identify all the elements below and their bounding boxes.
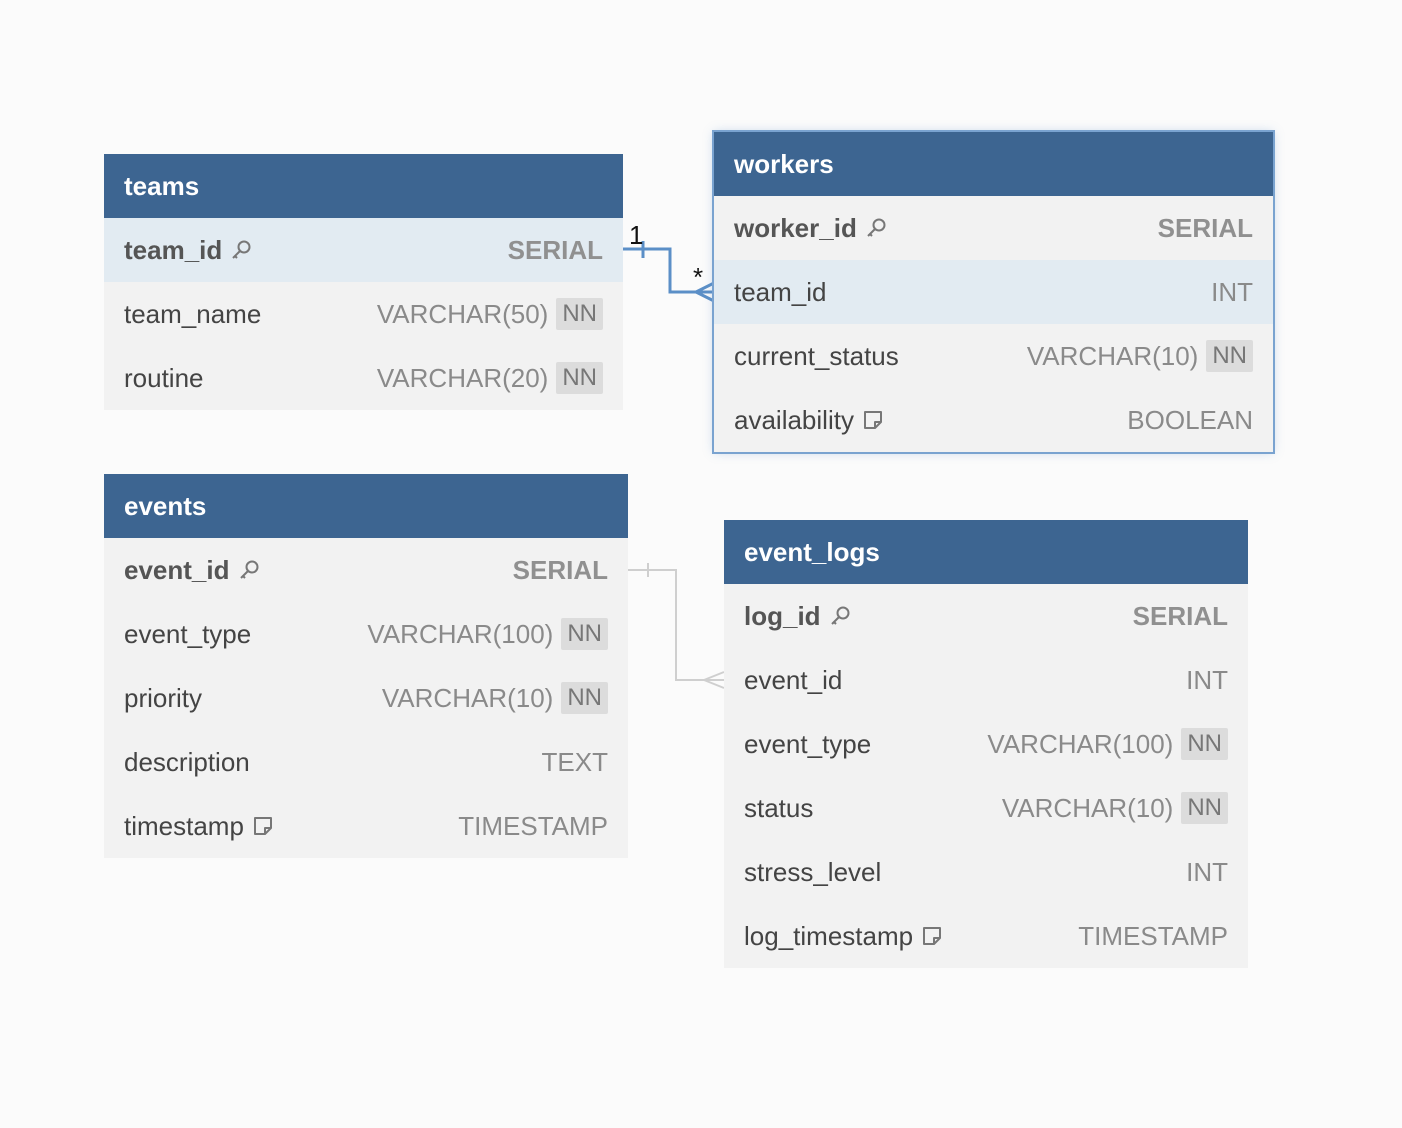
column-type: VARCHAR(50) bbox=[376, 298, 549, 329]
column-type: INT bbox=[1186, 664, 1228, 695]
column-row[interactable]: priority VARCHAR(10) NN bbox=[104, 666, 628, 730]
note-icon[interactable] bbox=[862, 409, 884, 431]
column-type: TEXT bbox=[541, 746, 608, 777]
column-row[interactable]: availability BOOLEAN bbox=[714, 388, 1273, 452]
column-type: VARCHAR(100) bbox=[987, 728, 1174, 759]
not-null-badge: NN bbox=[1181, 792, 1228, 824]
column-row[interactable]: team_id SERIAL bbox=[104, 218, 623, 282]
column-row[interactable]: status VARCHAR(10) NN bbox=[724, 776, 1248, 840]
relation-events-event-logs[interactable] bbox=[628, 563, 725, 689]
cardinality-many-label: * bbox=[693, 262, 704, 292]
column-row[interactable]: stress_level INT bbox=[724, 840, 1248, 904]
column-name: team_name bbox=[124, 298, 262, 329]
column-row[interactable]: routine VARCHAR(20) NN bbox=[104, 346, 623, 410]
table-workers[interactable]: workers worker_id SERIAL team_id INT cu bbox=[712, 130, 1275, 454]
not-null-badge: NN bbox=[1181, 728, 1228, 760]
column-row[interactable]: event_id INT bbox=[724, 648, 1248, 712]
column-row[interactable]: event_type VARCHAR(100) NN bbox=[104, 602, 628, 666]
key-icon bbox=[239, 560, 258, 579]
column-name: current_status bbox=[734, 340, 899, 371]
column-name: team_id bbox=[124, 234, 223, 265]
column-type: SERIAL bbox=[512, 554, 608, 585]
column-name: event_id bbox=[744, 664, 843, 695]
column-name: description bbox=[124, 746, 250, 777]
key-icon bbox=[867, 218, 886, 237]
column-row[interactable]: worker_id SERIAL bbox=[714, 196, 1273, 260]
not-null-badge: NN bbox=[556, 298, 603, 330]
table-header-teams[interactable]: teams bbox=[104, 154, 623, 218]
table-event-logs[interactable]: event_logs log_id SERIAL event_id INT e bbox=[724, 520, 1248, 968]
column-name: timestamp bbox=[124, 810, 244, 841]
table-header-events[interactable]: events bbox=[104, 474, 628, 538]
crowfoot-upper bbox=[695, 281, 715, 294]
not-null-badge: NN bbox=[561, 618, 608, 650]
not-null-badge: NN bbox=[556, 362, 603, 394]
column-name: event_id bbox=[124, 554, 230, 585]
column-name: worker_id bbox=[734, 212, 857, 243]
column-type: VARCHAR(20) bbox=[376, 362, 549, 393]
column-name: status bbox=[744, 792, 814, 823]
column-row[interactable]: team_id INT bbox=[714, 260, 1273, 324]
column-type: SERIAL bbox=[1132, 600, 1228, 631]
table-header-workers[interactable]: workers bbox=[714, 132, 1273, 196]
relation-teams-workers[interactable] bbox=[623, 241, 715, 303]
column-type: SERIAL bbox=[507, 234, 603, 265]
not-null-badge: NN bbox=[1206, 340, 1253, 372]
column-type: INT bbox=[1211, 276, 1253, 307]
column-type: INT bbox=[1186, 856, 1228, 887]
note-icon[interactable] bbox=[921, 925, 943, 947]
note-icon[interactable] bbox=[252, 815, 274, 837]
column-type: TIMESTAMP bbox=[458, 810, 608, 841]
column-name: log_id bbox=[744, 600, 821, 631]
column-type: VARCHAR(10) bbox=[1001, 792, 1174, 823]
not-null-badge: NN bbox=[561, 682, 608, 714]
column-row[interactable]: event_id SERIAL bbox=[104, 538, 628, 602]
table-teams[interactable]: teams team_id SERIAL team_name VARCHAR(5… bbox=[104, 154, 623, 410]
relation-line-events-event-logs[interactable] bbox=[628, 569, 724, 681]
column-row[interactable]: timestamp TIMESTAMP bbox=[104, 794, 628, 858]
column-type: SERIAL bbox=[1157, 212, 1253, 243]
column-row[interactable]: description TEXT bbox=[104, 730, 628, 794]
relation-line-teams-workers[interactable] bbox=[623, 247, 714, 294]
column-name: event_type bbox=[744, 728, 872, 759]
column-type: VARCHAR(10) bbox=[1026, 340, 1199, 371]
column-row[interactable]: event_type VARCHAR(100) NN bbox=[724, 712, 1248, 776]
column-type: TIMESTAMP bbox=[1078, 920, 1228, 951]
column-row[interactable]: team_name VARCHAR(50) NN bbox=[104, 282, 623, 346]
column-name: stress_level bbox=[744, 856, 882, 887]
key-icon bbox=[830, 606, 850, 625]
column-row[interactable]: log_id SERIAL bbox=[724, 584, 1248, 648]
column-name: team_id bbox=[734, 276, 827, 307]
crowfoot-lower bbox=[695, 290, 715, 303]
column-name: availability bbox=[734, 404, 854, 435]
column-row[interactable]: current_status VARCHAR(10) NN bbox=[714, 324, 1273, 388]
table-events[interactable]: events event_id SERIAL event_type VARCHA… bbox=[104, 474, 628, 858]
column-type: VARCHAR(10) bbox=[381, 682, 554, 713]
column-name: log_timestamp bbox=[744, 920, 914, 951]
column-name: event_type bbox=[124, 618, 252, 649]
crowfoot-lower bbox=[703, 679, 725, 689]
cardinality-one-label: 1 bbox=[629, 220, 644, 250]
key-icon bbox=[232, 240, 251, 259]
table-header-event-logs[interactable]: event_logs bbox=[724, 520, 1248, 584]
column-type: VARCHAR(100) bbox=[367, 618, 554, 649]
column-type: BOOLEAN bbox=[1127, 404, 1253, 435]
crowfoot-upper bbox=[703, 671, 725, 681]
column-name: priority bbox=[124, 682, 203, 713]
column-name: routine bbox=[124, 362, 204, 393]
column-row[interactable]: log_timestamp TIMESTAMP bbox=[724, 904, 1248, 968]
